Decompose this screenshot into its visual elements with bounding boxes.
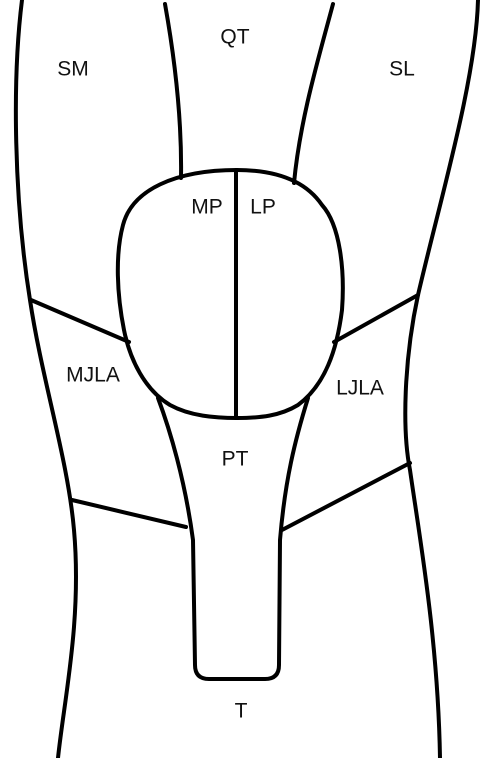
label-sl: SL xyxy=(389,58,415,81)
lateral-lower-border xyxy=(282,463,410,530)
patellar-tendon-outline xyxy=(158,398,308,679)
medial-upper-border xyxy=(31,300,129,342)
label-qt: QT xyxy=(220,26,249,49)
lateral-upper-border xyxy=(334,295,418,342)
medial-lower-border xyxy=(72,500,186,527)
label-t: T xyxy=(235,700,248,723)
label-ljla: LJLA xyxy=(336,377,384,400)
label-mp: MP xyxy=(191,196,223,219)
label-mjla: MJLA xyxy=(66,364,120,387)
patella-outline xyxy=(118,170,343,418)
label-lp: LP xyxy=(250,196,276,219)
right-limb-outline xyxy=(405,0,478,758)
quadriceps-tendon-medial-border xyxy=(165,4,181,178)
label-sm: SM xyxy=(57,58,89,81)
label-pt: PT xyxy=(222,448,249,471)
quadriceps-tendon-lateral-border xyxy=(294,4,333,183)
